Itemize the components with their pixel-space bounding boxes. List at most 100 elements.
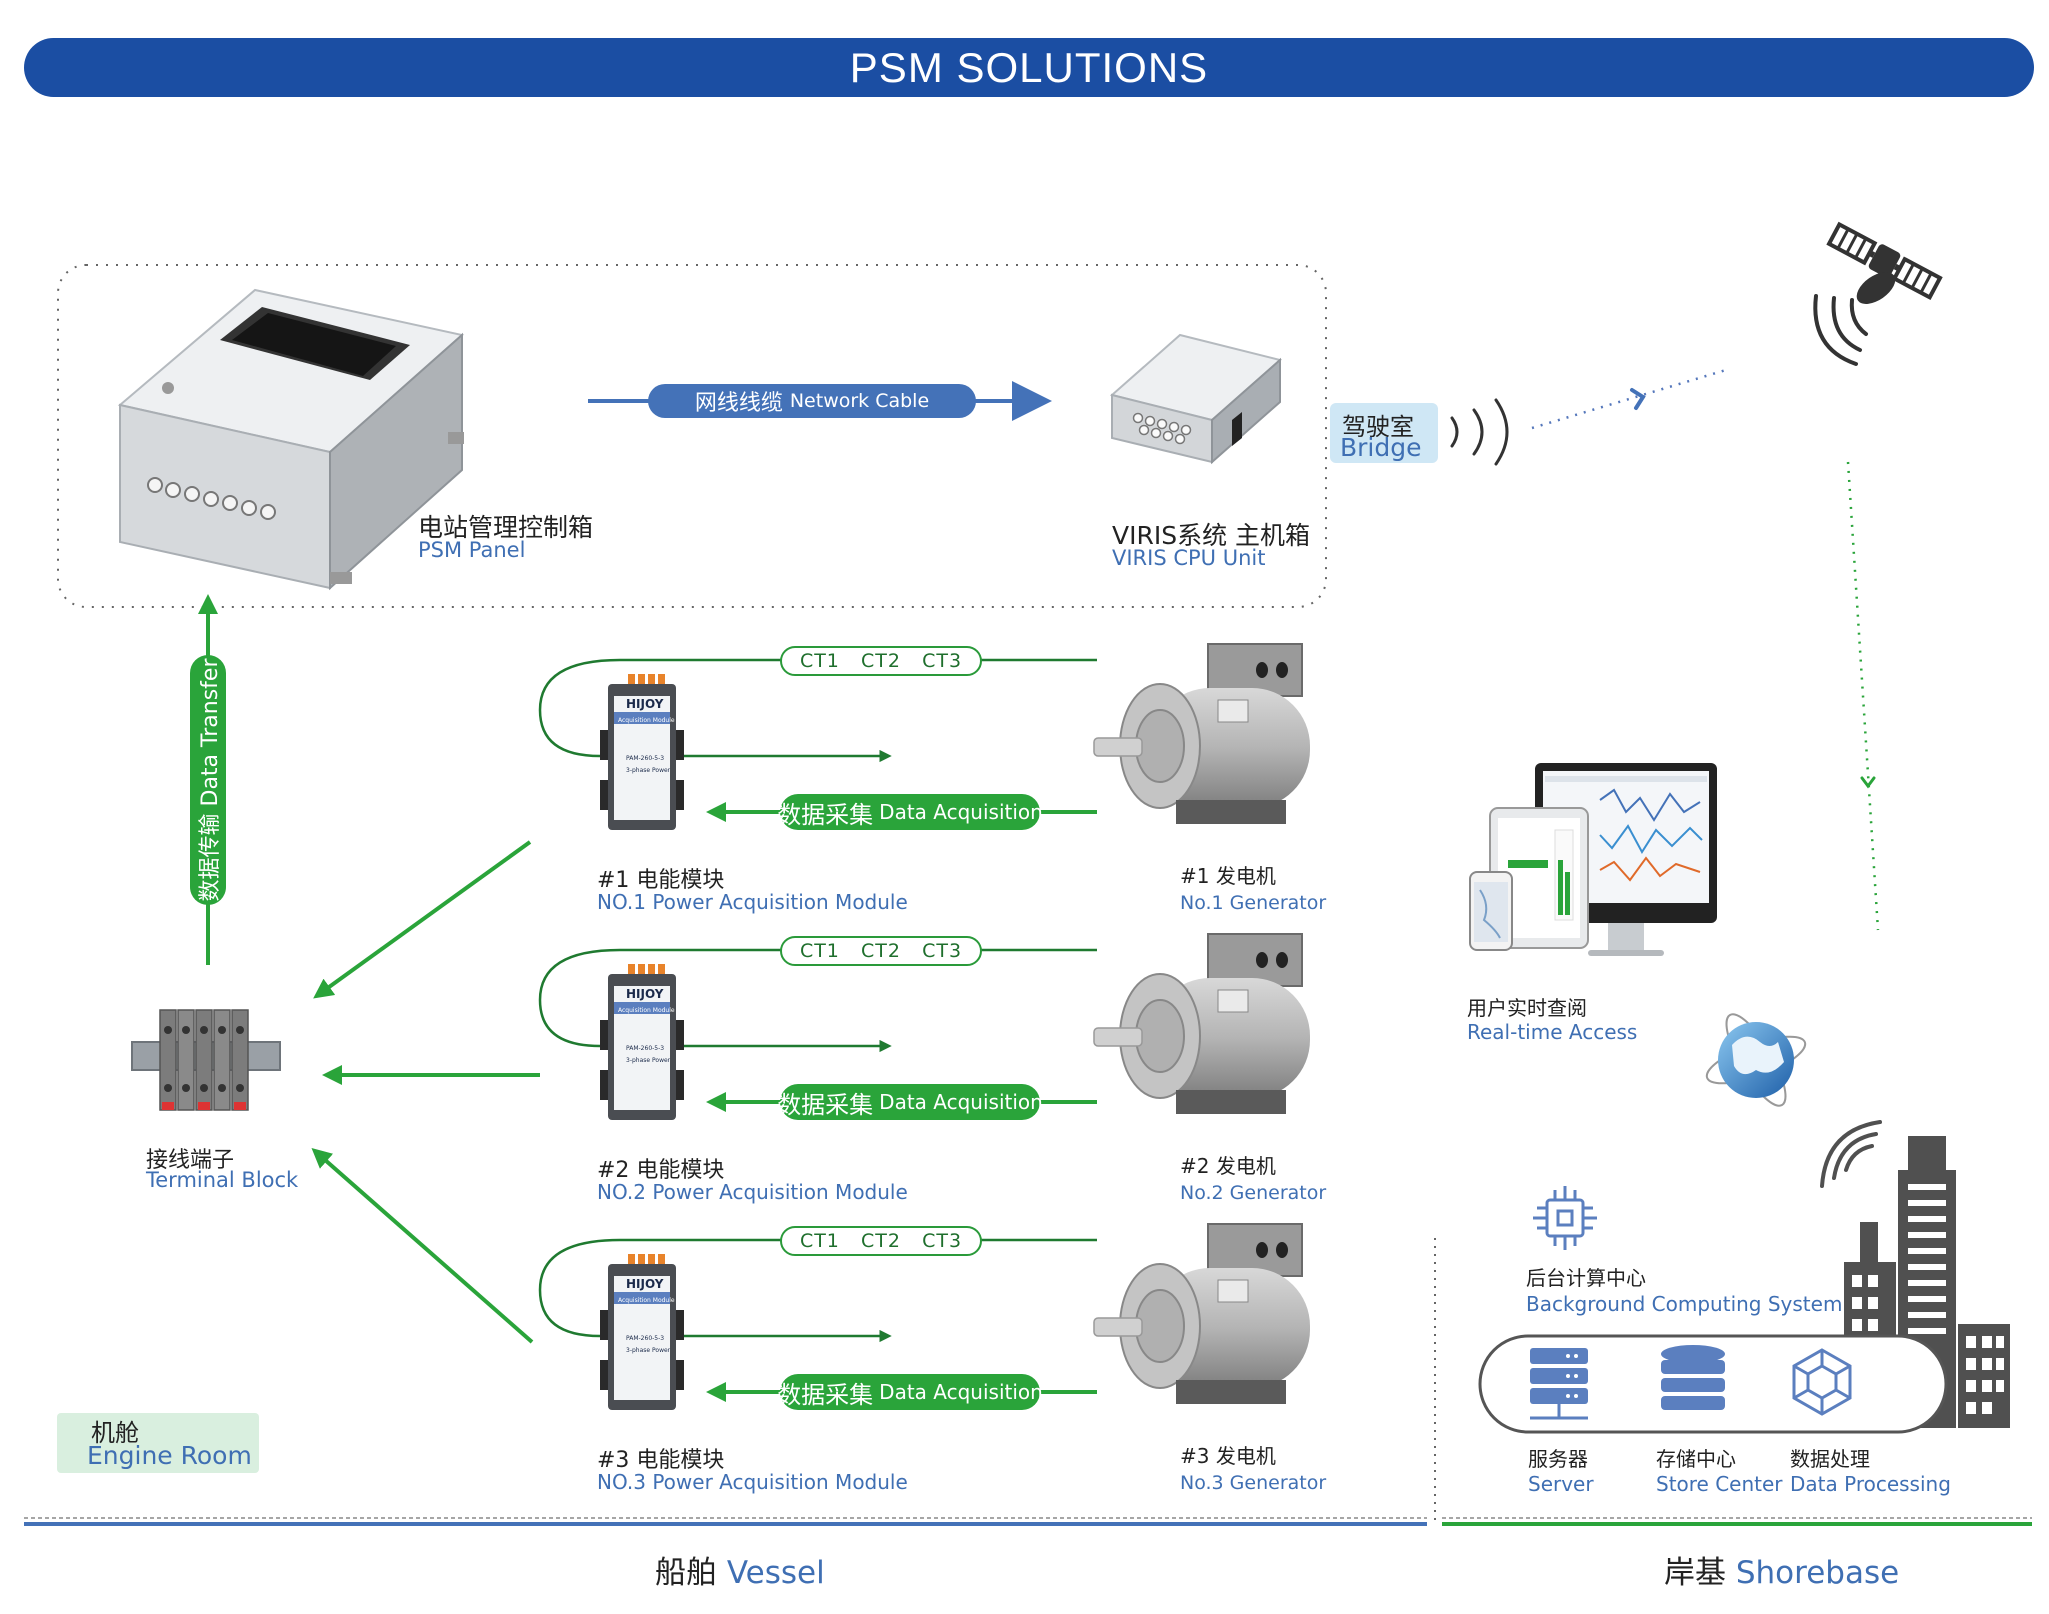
device-model-1: PAM-260-5-3 [626, 755, 664, 762]
generator-en-1: No.1 Generator [1180, 892, 1327, 914]
module-en-3: NO.3 Power Acquisition Module [597, 1470, 908, 1494]
module1-to-terminal-arrow [313, 840, 532, 999]
device-model-3: PAM-260-5-3 [626, 1335, 664, 1342]
store-en: Store Center [1656, 1472, 1783, 1496]
device-subtitle-1: Acquisition Module [618, 717, 675, 724]
device-brand-2: HIJOY [626, 987, 664, 1001]
terminal-block-image [131, 1009, 281, 1111]
module-zh-1: #1 电能模块 [597, 868, 725, 893]
module-zh-2: #2 电能模块 [597, 1158, 725, 1183]
psm-panel-image [117, 288, 465, 591]
module3-to-terminal-arrow [311, 1148, 534, 1344]
generator-image-1 [1093, 643, 1310, 824]
vessel-zh: 船舶 [655, 1555, 717, 1591]
shorebase-label: 岸基 Shorebase [1664, 1547, 1899, 1592]
vessel-control-frame [57, 264, 1327, 608]
data-transfer-label: 数据传输 Data Transfer [190, 655, 226, 905]
module-en-2: NO.2 Power Acquisition Module [597, 1180, 908, 1204]
terminal-block-en: Terminal Block [146, 1168, 299, 1192]
server-zh: 服务器 [1528, 1447, 1588, 1471]
generator-en-2: No.2 Generator [1180, 1182, 1327, 1204]
ct-pill-3: CT1 CT2 CT3 [780, 1226, 982, 1256]
downlink-arrowhead [1860, 776, 1876, 789]
module-zh-3: #3 电能模块 [597, 1448, 725, 1473]
bridge-zh: 驾驶室 [1342, 413, 1414, 441]
realtime-en: Real-time Access [1467, 1020, 1638, 1044]
data-transfer-text: 数据传输 Data Transfer [198, 658, 223, 902]
vessel-label: 船舶 Vessel [655, 1547, 825, 1592]
generator-image-3 [1093, 1223, 1310, 1404]
ct-loop-2 [538, 948, 1097, 1048]
ct-loop-3 [538, 1238, 1097, 1338]
terminal-block-zh: 接线端子 [146, 1148, 235, 1173]
acquisition-en-2: Data Acquisition [879, 1090, 1043, 1114]
bridge-en: Bridge [1340, 433, 1422, 462]
server-icon [1530, 1348, 1588, 1420]
device-brand-1: HIJOY [626, 697, 664, 711]
server-en: Server [1528, 1472, 1594, 1496]
engine-room-en: Engine Room [87, 1441, 252, 1470]
device-desc-3: 3-phase Power [626, 1347, 671, 1354]
page-title: PSM SOLUTIONS [24, 38, 2034, 97]
device-subtitle-2: Acquisition Module [618, 1007, 675, 1014]
generator-en-3: No.3 Generator [1180, 1472, 1327, 1494]
device-subtitle-3: Acquisition Module [618, 1297, 675, 1304]
device-desc-1: 3-phase Power [626, 767, 671, 774]
ct-pill-2: CT1 CT2 CT3 [780, 936, 982, 966]
viris-cpu-en: VIRIS CPU Unit [1112, 546, 1266, 570]
engine-room-box: 机舱 Engine Room [57, 1413, 259, 1473]
realtime-devices-image [1469, 763, 1717, 956]
store-zh: 存储中心 [1656, 1447, 1736, 1471]
viris-cpu-image [1109, 333, 1283, 465]
network-cable-zh: 网线线缆 [694, 391, 783, 416]
database-icon [1661, 1345, 1725, 1410]
realtime-zh: 用户实时查阅 [1467, 996, 1587, 1020]
engine-room-zh: 机舱 [91, 1419, 139, 1447]
shorebase-en: Shorebase [1735, 1555, 1900, 1591]
vessel-en: Vessel [726, 1555, 825, 1591]
device-model-2: PAM-260-5-3 [626, 1045, 664, 1052]
generator-zh-1: #1 发电机 [1180, 864, 1276, 888]
module-en-1: NO.1 Power Acquisition Module [597, 890, 908, 914]
acquisition-en-1: Data Acquisition [879, 800, 1043, 824]
uplink-arrowhead [1630, 388, 1646, 410]
downlink-dotted [1846, 461, 1880, 931]
chip-icon [1533, 1186, 1597, 1250]
globe-icon [1705, 1013, 1807, 1107]
processing-en: Data Processing [1790, 1472, 1951, 1496]
psm-panel-zh: 电站管理控制箱 [418, 513, 594, 542]
uplink-dotted [1531, 368, 1727, 430]
device-desc-2: 3-phase Power [626, 1057, 671, 1064]
generator-image-2 [1093, 933, 1310, 1114]
acquisition-zh-1: 数据采集 [777, 800, 874, 829]
device-brand-3: HIJOY [626, 1277, 664, 1291]
ct-loop-1 [538, 658, 1097, 758]
acquisition-zh-2: 数据采集 [777, 1090, 874, 1119]
background-zh: 后台计算中心 [1526, 1266, 1646, 1290]
background-en: Background Computing System [1526, 1292, 1843, 1316]
acquisition-zh-3: 数据采集 [777, 1380, 874, 1409]
data-processing-icon [1792, 1348, 1852, 1416]
network-cable-en: Network Cable [789, 390, 930, 412]
ct-pill-1: CT1 CT2 CT3 [780, 646, 982, 676]
shorebase-zh: 岸基 [1664, 1555, 1726, 1591]
satellite-icon [1813, 221, 1943, 366]
psm-panel-en: PSM Panel [418, 538, 526, 562]
processing-zh: 数据处理 [1790, 1447, 1870, 1471]
network-cable-label: 网线线缆 Network Cable [648, 384, 976, 418]
acquisition-en-3: Data Acquisition [879, 1380, 1043, 1404]
bridge-box: 驾驶室 Bridge [1330, 403, 1438, 463]
generator-zh-3: #3 发电机 [1180, 1444, 1276, 1468]
viris-cpu-zh: VIRIS系统 主机箱 [1112, 521, 1311, 550]
generator-zh-2: #2 发电机 [1180, 1154, 1276, 1178]
bridge-signal-icon [1450, 398, 1509, 466]
